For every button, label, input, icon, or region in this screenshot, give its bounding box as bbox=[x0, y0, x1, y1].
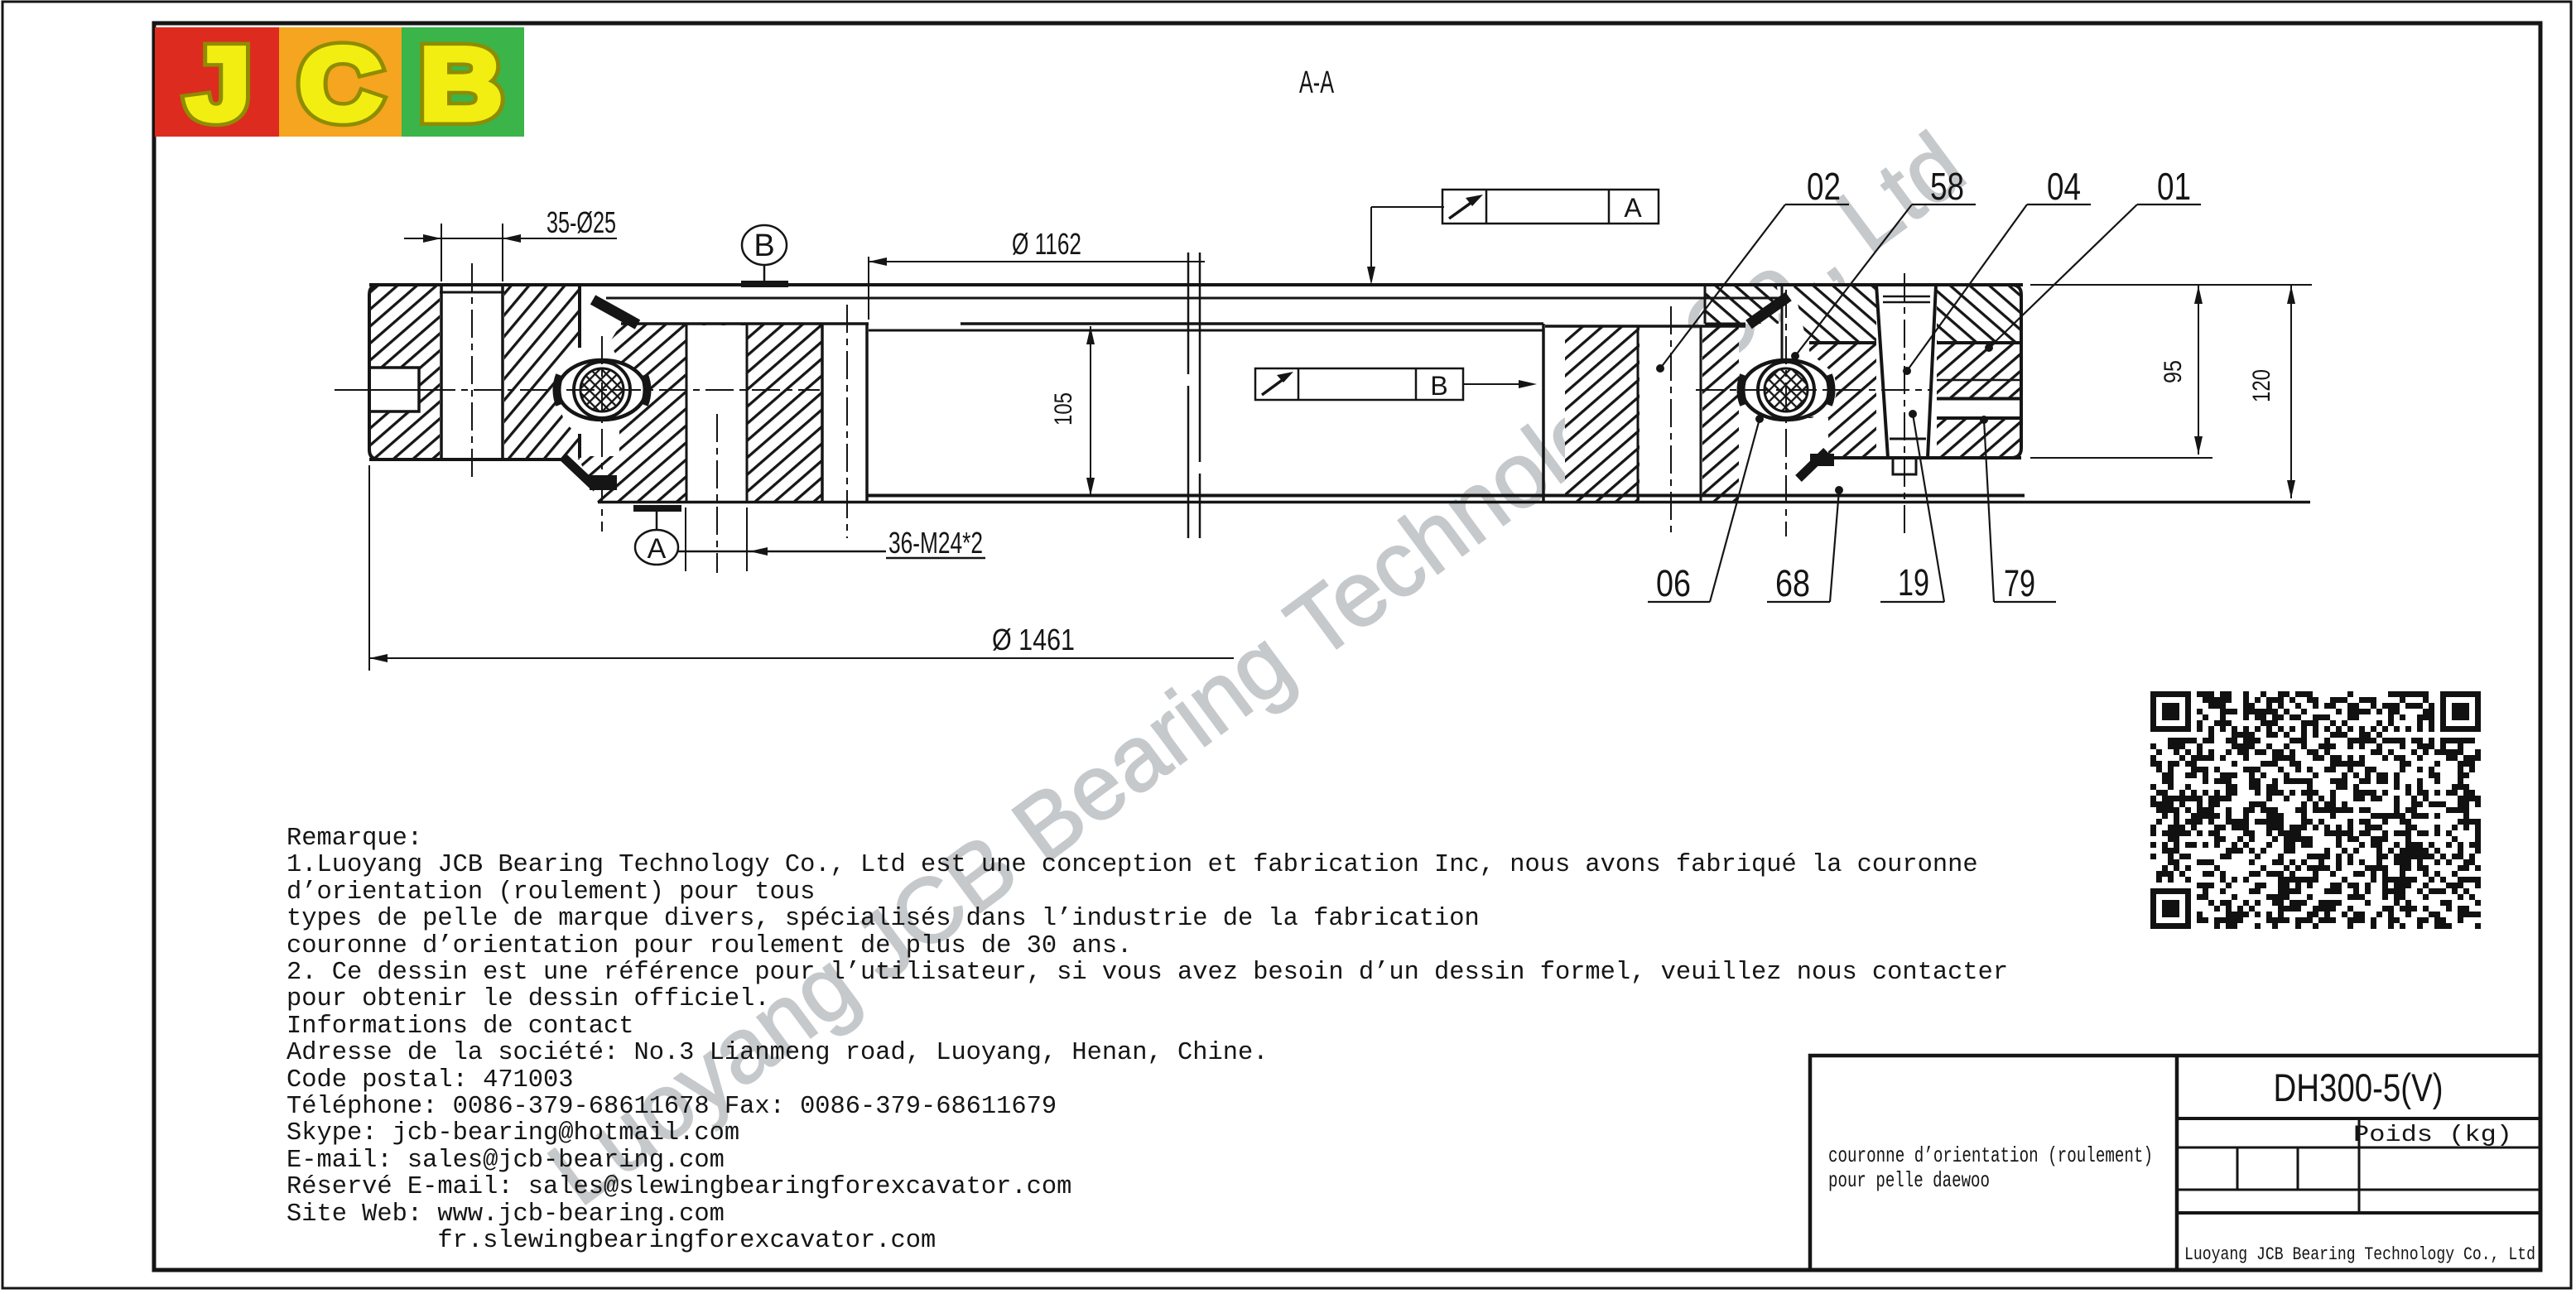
svg-text:19: 19 bbox=[1898, 561, 1929, 604]
svg-text:Poids (kg): Poids (kg) bbox=[2353, 1123, 2512, 1148]
svg-text:79: 79 bbox=[2004, 562, 2035, 604]
svg-text:C: C bbox=[299, 26, 382, 141]
svg-text:Ø 1162: Ø 1162 bbox=[1012, 227, 1081, 261]
svg-text:58: 58 bbox=[1930, 165, 1964, 208]
svg-text:B: B bbox=[754, 228, 774, 263]
svg-text:B: B bbox=[420, 26, 503, 141]
svg-text:Luoyang JCB Bearing Technology: Luoyang JCB Bearing Technology Co., Ltd bbox=[2184, 1244, 2535, 1265]
svg-text:105: 105 bbox=[1050, 392, 1077, 426]
svg-text:35-Ø25: 35-Ø25 bbox=[546, 205, 616, 239]
svg-text:J: J bbox=[186, 26, 250, 141]
svg-text:B: B bbox=[1430, 371, 1447, 401]
svg-text:02: 02 bbox=[1807, 165, 1841, 208]
svg-text:A-A: A-A bbox=[1299, 65, 1334, 100]
svg-text:120: 120 bbox=[2248, 369, 2275, 402]
svg-text:A: A bbox=[1624, 193, 1642, 223]
svg-text:95: 95 bbox=[2160, 360, 2187, 383]
svg-text:A: A bbox=[648, 533, 667, 565]
svg-text:01: 01 bbox=[2157, 165, 2191, 208]
svg-text:couronne d’orientation (roulem: couronne d’orientation (roulement) bbox=[1828, 1143, 2153, 1168]
svg-text:B: B bbox=[420, 26, 503, 141]
svg-text:DH300-5(V): DH300-5(V) bbox=[2274, 1066, 2444, 1109]
svg-text:C: C bbox=[299, 26, 382, 141]
svg-text:J: J bbox=[186, 26, 250, 141]
svg-text:Ø 1461: Ø 1461 bbox=[992, 623, 1075, 657]
svg-text:04: 04 bbox=[2047, 165, 2081, 208]
svg-text:06: 06 bbox=[1656, 562, 1691, 604]
svg-text:36-M24*2: 36-M24*2 bbox=[888, 526, 983, 560]
svg-text:pour pelle daewoo: pour pelle daewoo bbox=[1828, 1168, 1990, 1193]
svg-text:68: 68 bbox=[1775, 562, 1810, 604]
